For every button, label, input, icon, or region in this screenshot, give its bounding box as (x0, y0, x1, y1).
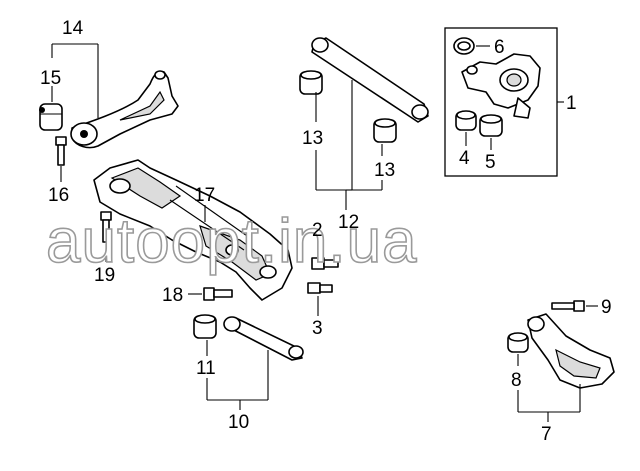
callout-18: 18 (162, 285, 183, 306)
callout-9: 9 (601, 297, 612, 318)
callout-6: 6 (494, 37, 505, 58)
callout-14: 14 (62, 18, 84, 39)
callout-19: 19 (94, 265, 115, 286)
bushing-11 (193, 314, 217, 339)
callout-3: 3 (312, 318, 323, 339)
bolt-3 (307, 282, 333, 294)
callout-2: 2 (312, 220, 323, 241)
bolt-16 (55, 136, 67, 166)
callout-17: 17 (194, 185, 215, 206)
bolt-19 (100, 211, 112, 243)
leader-lines (51, 43, 598, 422)
bolt-18 (203, 287, 233, 301)
callout-15: 15 (40, 68, 61, 89)
callout-7: 7 (541, 424, 552, 445)
knuckle-1 (461, 53, 541, 119)
callout-10: 10 (228, 412, 249, 433)
callout-4: 4 (459, 148, 470, 169)
subframe-17 (93, 159, 293, 301)
lateral-link-12 (311, 37, 429, 123)
toe-link-10 (223, 316, 304, 361)
bushing-4 (455, 110, 477, 131)
bushing-13-left (299, 70, 323, 95)
callout-12: 12 (338, 212, 359, 233)
bushing-5 (479, 114, 503, 137)
callout-1: 1 (566, 93, 577, 114)
seal-6 (453, 37, 475, 55)
watermark-text: autoopt.in.ua (46, 207, 418, 276)
bushing-15 (39, 103, 63, 131)
lower-control-arm-7 (527, 313, 615, 389)
callout-labels: 14 15 16 17 19 18 2 3 13 13 12 6 1 4 5 1… (40, 18, 612, 445)
upper-control-arm-14 (70, 70, 179, 149)
callout-16: 16 (48, 185, 69, 206)
bushing-13-right (373, 118, 397, 143)
bushing-8 (507, 332, 529, 353)
bolt-9 (551, 300, 585, 312)
callout-5: 5 (485, 152, 496, 173)
callout-11: 11 (196, 358, 216, 379)
callout-13-left: 13 (302, 128, 323, 149)
callout-13-right: 13 (374, 160, 395, 181)
callout-8: 8 (511, 370, 522, 391)
bolt-2 (311, 257, 339, 270)
